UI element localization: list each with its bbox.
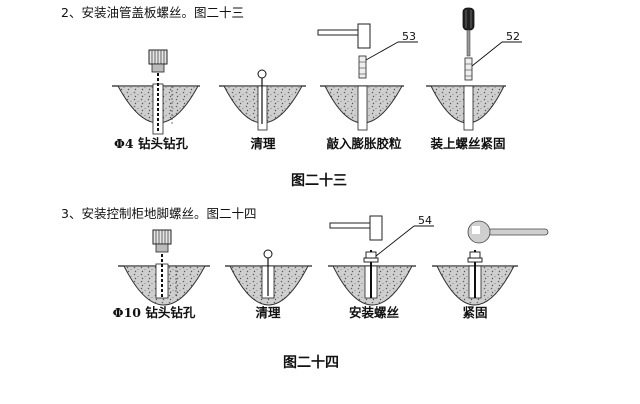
diagram-hammer-anchor: 53 bbox=[317, 23, 418, 131]
caption-tighten: 紧固 bbox=[462, 305, 488, 320]
caption-fasten-screw: 装上螺丝紧固 bbox=[430, 136, 506, 151]
screw-icon bbox=[464, 57, 473, 81]
diagram-drill-hole-10 bbox=[118, 229, 210, 306]
figure-label-23: 图二十三 bbox=[291, 173, 347, 189]
screwdriver-icon bbox=[462, 7, 475, 57]
anchor-bolt-icon bbox=[363, 250, 379, 298]
expansion-anchor-icon bbox=[358, 55, 367, 79]
callout-54: 54 bbox=[418, 214, 432, 227]
caption-install-bolt: 安装螺丝 bbox=[348, 305, 400, 320]
caption-hammer-anchor: 敲入膨胀胶粒 bbox=[326, 136, 402, 151]
callout-53: 53 bbox=[402, 30, 416, 43]
diagram-install-bolt: 54 bbox=[328, 214, 434, 306]
step-2-heading: 2、安装油管盖板螺丝。图二十三 bbox=[61, 5, 244, 20]
drill-icon bbox=[152, 229, 172, 253]
diagram-screw-fasten: 52 bbox=[426, 7, 522, 131]
callout-52: 52 bbox=[506, 30, 520, 43]
caption-drill-4: Φ4 钻头钻孔 bbox=[114, 136, 188, 151]
cleaning-brush-icon bbox=[263, 249, 273, 296]
caption-clean-1: 清理 bbox=[250, 136, 276, 151]
hammer-icon bbox=[317, 23, 371, 49]
cleaning-brush-icon bbox=[257, 69, 267, 124]
diagram-clean-hole-1 bbox=[219, 69, 306, 131]
drill-icon bbox=[148, 49, 168, 73]
wrench-icon bbox=[467, 220, 549, 244]
step-3-heading: 3、安装控制柜地脚螺丝。图二十四 bbox=[61, 206, 257, 221]
anchor-bolt-icon bbox=[467, 250, 483, 298]
diagram-tighten-bolt bbox=[432, 220, 549, 306]
diagram-drill-hole-4 bbox=[112, 49, 200, 135]
caption-drill-10: Φ10 钻头钻孔 bbox=[112, 305, 196, 320]
figure-label-24: 图二十四 bbox=[283, 355, 339, 371]
hammer-icon bbox=[329, 215, 383, 241]
diagram-clean-hole-2 bbox=[225, 249, 312, 306]
caption-clean-2: 清理 bbox=[255, 305, 281, 320]
